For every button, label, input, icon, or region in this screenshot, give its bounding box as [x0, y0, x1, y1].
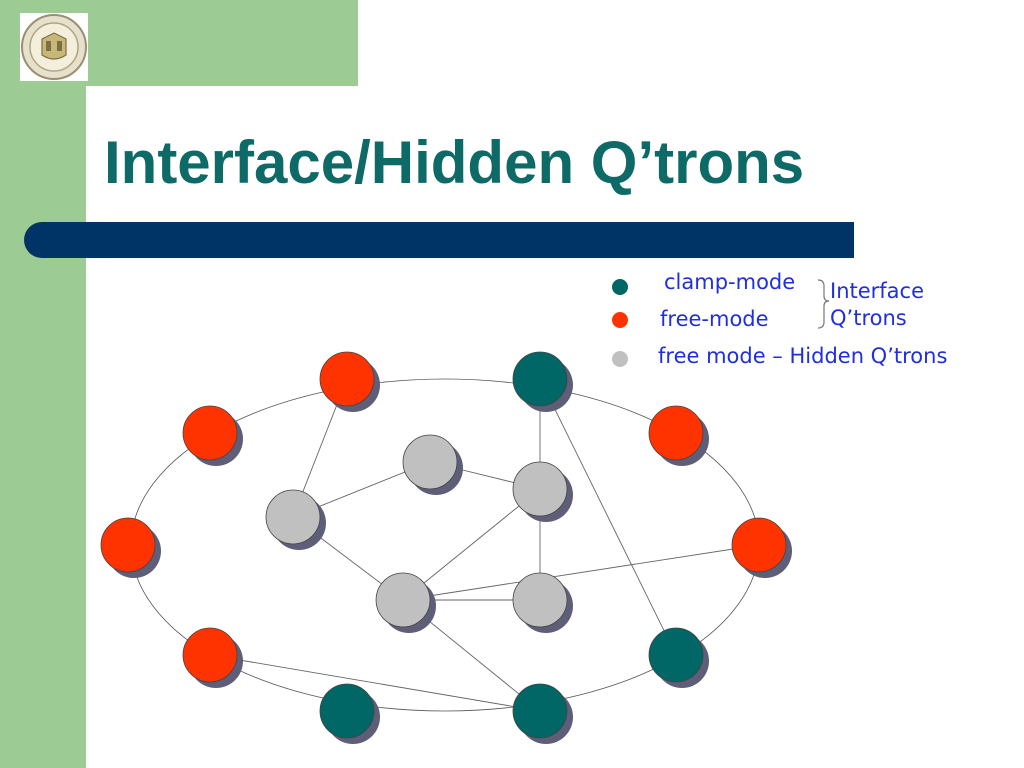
free-node-circle: [648, 405, 704, 461]
clamp-node-circle: [512, 351, 568, 407]
hidden-node-circle: [265, 489, 321, 545]
qtron-node-f4: [100, 517, 161, 578]
free-node-circle: [182, 627, 238, 683]
free-node-circle: [182, 405, 238, 461]
hidden-node-circle: [512, 572, 568, 628]
university-seal-logo: [20, 13, 88, 81]
left-green-strip: [0, 0, 86, 768]
hidden-node-circle: [512, 461, 568, 517]
clamp-node-circle: [319, 683, 375, 739]
free-node-circle: [319, 351, 375, 407]
free-node-circle: [100, 517, 156, 573]
clamp-mode-legend-dot: [612, 279, 628, 295]
hidden-node-circle: [375, 572, 431, 628]
clamp-node-circle: [648, 627, 704, 683]
qtron-node-f6: [182, 627, 243, 688]
free-node-circle: [731, 517, 787, 573]
qtron-node-f1: [319, 351, 380, 412]
edge-f6-c4: [209, 654, 541, 712]
interface-label-line2: Q’trons: [830, 306, 907, 330]
content-panel: [86, 86, 1024, 768]
qtron-node-h3: [512, 461, 573, 522]
qtron-node-h2: [265, 489, 326, 550]
interface-label-line1: Interface: [830, 279, 925, 303]
qtron-node-c2: [648, 627, 709, 688]
page-title: Interface/Hidden Q’trons: [104, 129, 805, 196]
qtron-node-c4: [512, 683, 573, 744]
hidden-node-circle: [402, 434, 458, 490]
node-layer: [100, 351, 792, 744]
hidden-mode-label: free mode – Hidden Q’trons: [658, 344, 948, 368]
edge-c1-c2: [539, 378, 677, 656]
qtron-node-c1: [512, 351, 573, 412]
title-underline-bar: [24, 222, 854, 258]
free-mode-label: free-mode: [660, 307, 769, 331]
clamp-mode-label: clamp-mode: [664, 270, 796, 294]
seal-icon: [21, 14, 87, 80]
hidden-legend-dot: [612, 351, 628, 367]
qtron-node-c3: [319, 683, 380, 744]
clamp-node-circle: [512, 683, 568, 739]
interface-brace: [817, 279, 830, 329]
qtron-node-h1: [402, 434, 463, 495]
qtron-node-f5: [731, 517, 792, 578]
qtron-node-f2: [182, 405, 243, 466]
free-mode-legend-dot: [612, 312, 628, 328]
qtron-node-h5: [512, 572, 573, 633]
edge-f5-h4: [402, 544, 760, 601]
edge-h3-h4: [402, 488, 541, 601]
qtron-node-f3: [648, 405, 709, 466]
qtron-node-h4: [375, 572, 436, 633]
